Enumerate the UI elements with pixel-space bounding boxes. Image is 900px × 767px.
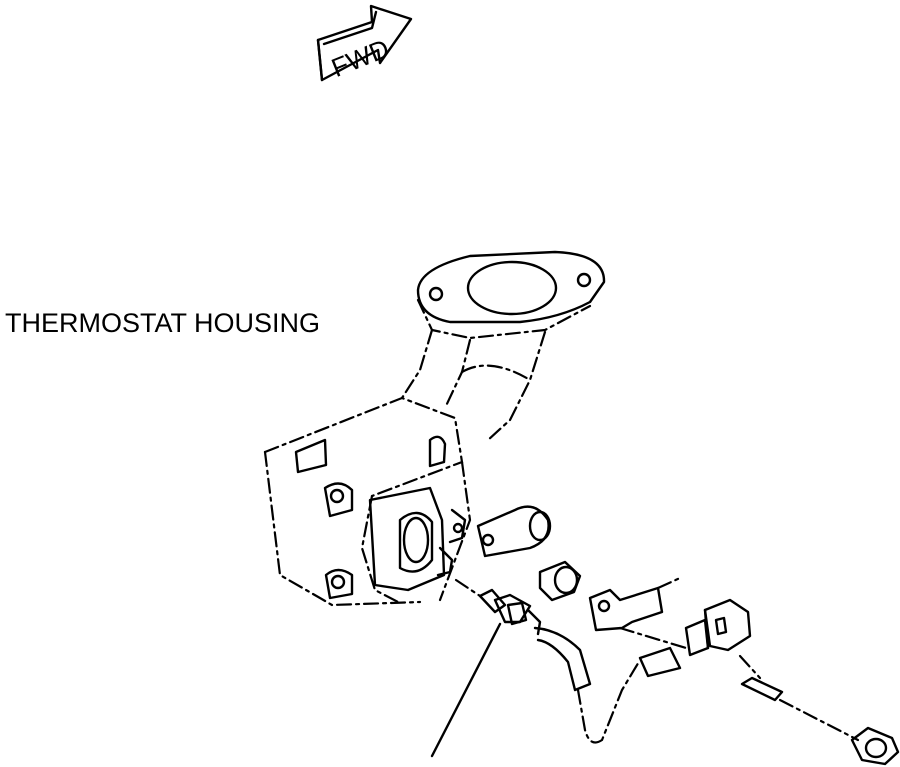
wire-loop [576,658,642,744]
thermostat-housing-label: THERMOSTAT HOUSING [5,308,321,338]
housing-body [263,396,472,607]
mounting-plate [588,576,682,632]
housing-neck [400,328,547,442]
electrical-connector [618,598,752,678]
forward-arrow-icon: FWD [316,4,413,83]
bushing [538,560,582,602]
leader-line [430,622,502,758]
housing-outlet-flange [416,250,606,340]
temperature-sensor [454,578,592,692]
clip-bracket [476,505,552,558]
bolt [738,654,900,766]
